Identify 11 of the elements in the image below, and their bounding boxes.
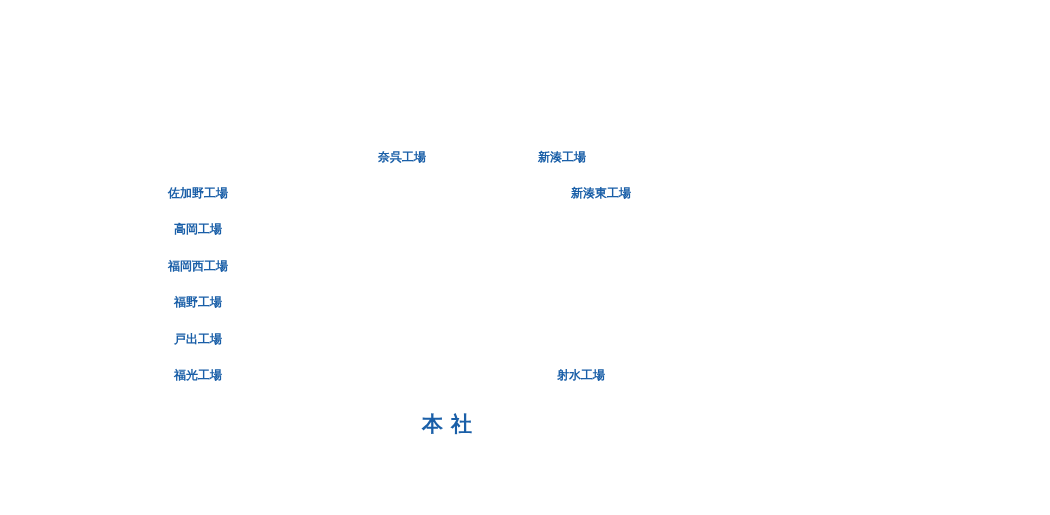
factory-label: 福岡西工場 (168, 258, 228, 274)
factory-label: 新湊東工場 (571, 185, 631, 201)
factory-label: 新湊工場 (538, 149, 586, 165)
factory-label: 福光工場 (174, 367, 222, 383)
factory-label: 奈呉工場 (378, 149, 426, 165)
headquarters-label: 本社 (420, 411, 480, 437)
factory-label: 射水工場 (557, 367, 605, 383)
factory-label: 高岡工場 (174, 221, 222, 237)
factory-label: 佐加野工場 (168, 185, 228, 201)
factory-label: 戸出工場 (174, 331, 222, 347)
factory-label: 福野工場 (174, 294, 222, 310)
